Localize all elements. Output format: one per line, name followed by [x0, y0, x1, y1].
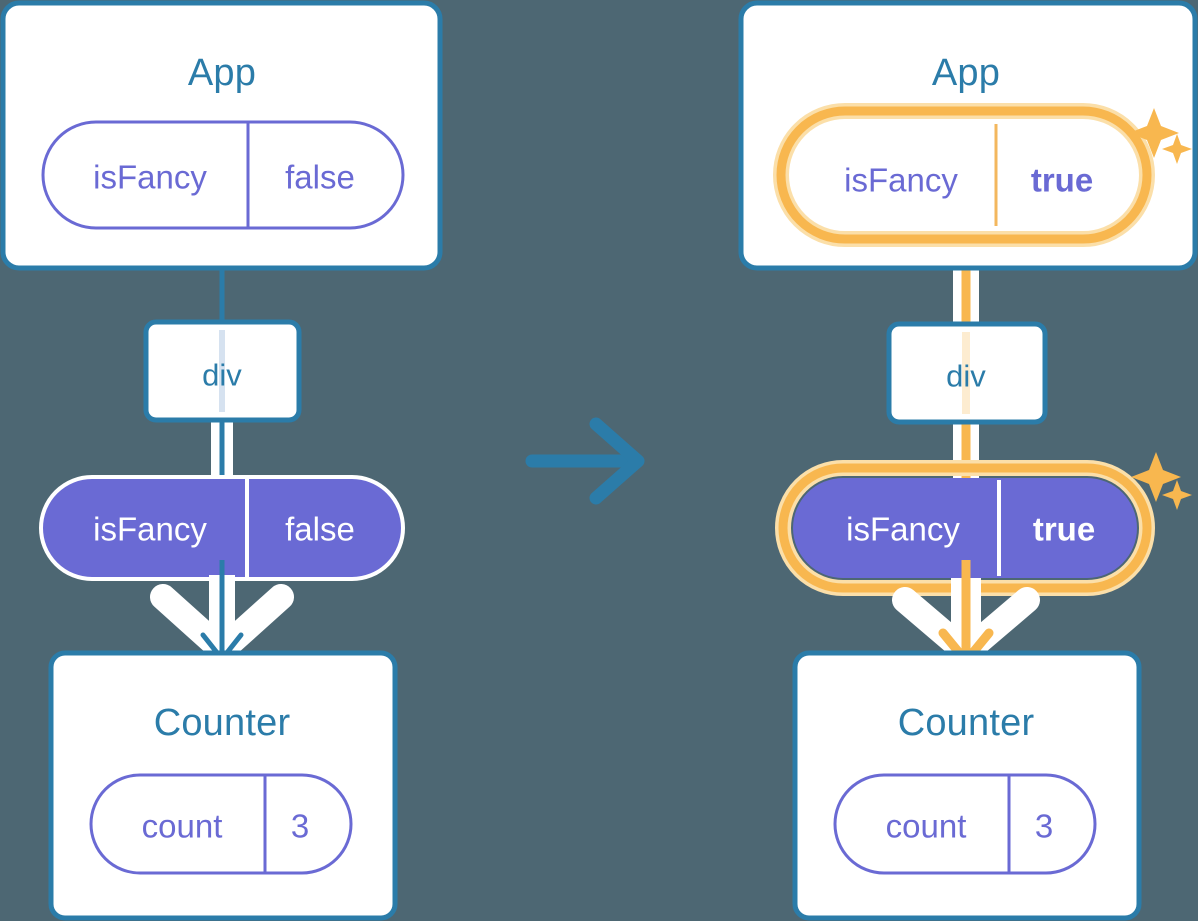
transition-right-arrow-icon [525, 417, 645, 505]
right-app-sparkle-icon-large [1129, 108, 1179, 158]
right-app-pill-ring [776, 106, 1152, 244]
right-app-sparkle-icon-small [1162, 134, 1192, 164]
right-prop-pill [793, 478, 1137, 578]
left-app-pill [41, 120, 405, 230]
left-counter-pill [89, 773, 353, 875]
right-app-pill [791, 122, 1137, 228]
right-prop-sparkle-icon-small [1162, 480, 1192, 510]
left-propagation-arrow-white [150, 575, 294, 663]
right-prop-sparkle-icon-large [1131, 452, 1181, 502]
right-counter-pill [833, 773, 1097, 875]
